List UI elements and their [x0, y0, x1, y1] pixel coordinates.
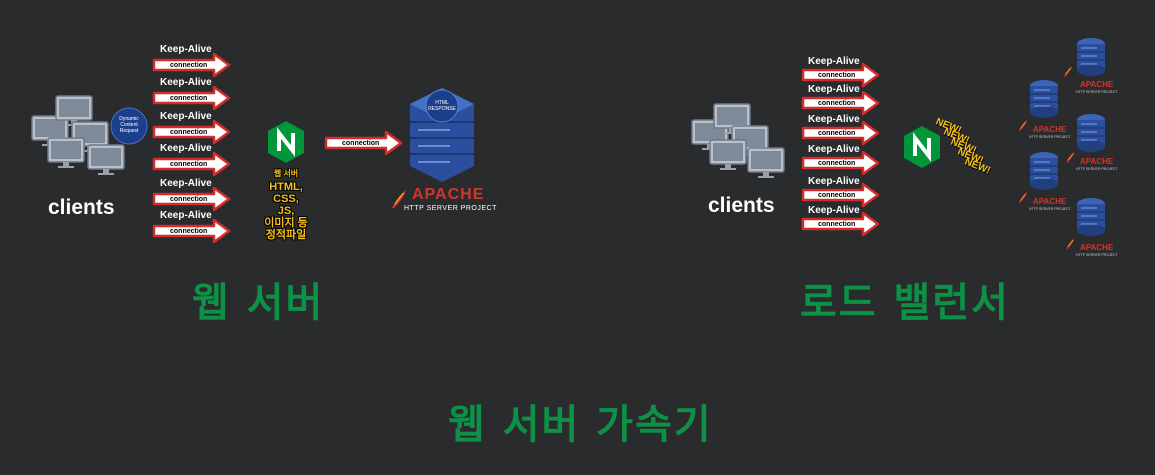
request-bubble-text: Dynamic Content Request	[119, 116, 139, 134]
left-nginx-logo-icon	[266, 119, 306, 165]
left-connection-label-5: connection	[170, 196, 208, 203]
left-server-stack-icon	[410, 88, 474, 182]
left-apache-name: APACHE	[412, 186, 485, 203]
right-connection-label-2: connection	[818, 100, 856, 107]
right-apache-name-5: APACHE	[1080, 243, 1114, 252]
right-keep-alive-label-1: Keep-Alive	[808, 56, 860, 67]
right-keep-alive-label-4: Keep-Alive	[808, 144, 860, 155]
right-nginx-logo-icon	[902, 124, 942, 170]
right-keep-alive-label-5: Keep-Alive	[808, 176, 860, 187]
right-apache-name-1: APACHE	[1080, 80, 1114, 89]
left-keep-alive-label-2: Keep-Alive	[160, 77, 212, 88]
right-apache-subtitle-5: HTTP SERVER PROJECT	[1076, 253, 1118, 257]
left-connection-label-4: connection	[170, 161, 208, 168]
left-connection-label-3: connection	[170, 129, 208, 136]
right-computer-cluster-icon	[691, 103, 785, 179]
left-keep-alive-label-4: Keep-Alive	[160, 143, 212, 154]
nginx-caption-line-3: JS,	[277, 205, 295, 217]
response-label: HTML RESPONSE	[428, 100, 456, 112]
right-panel-title: 로드 밸런서	[800, 280, 1010, 326]
nginx-caption: HTML, CSS, JS, 이미지 등 정적파일	[255, 181, 317, 241]
right-keep-alive-label-6: Keep-Alive	[808, 205, 860, 216]
left-panel-title: 웹 서버	[192, 280, 325, 326]
nginx-caption-line-4: 이미지 등	[264, 217, 308, 229]
right-connection-label-5: connection	[818, 192, 856, 199]
left-keep-alive-label-6: Keep-Alive	[160, 210, 212, 221]
proxy-connection-label: connection	[342, 140, 380, 147]
right-keep-alive-label-2: Keep-Alive	[808, 84, 860, 95]
left-computer-cluster-icon	[31, 95, 125, 176]
left-keep-alive-label-1: Keep-Alive	[160, 44, 212, 55]
left-apache-subtitle: HTTP SERVER PROJECT	[404, 205, 497, 212]
left-keep-alive-label-3: Keep-Alive	[160, 111, 212, 122]
right-apache-name-4: APACHE	[1033, 197, 1067, 206]
right-apache-subtitle-4: HTTP SERVER PROJECT	[1029, 207, 1071, 211]
right-connection-label-3: connection	[818, 130, 856, 137]
right-clients-label: clients	[708, 194, 775, 217]
right-apache-subtitle-1: HTTP SERVER PROJECT	[1076, 90, 1118, 94]
right-apache-name-2: APACHE	[1033, 125, 1067, 134]
right-apache-subtitle-2: HTTP SERVER PROJECT	[1029, 135, 1071, 139]
right-apache-name-3: APACHE	[1080, 157, 1114, 166]
right-keep-alive-label-3: Keep-Alive	[808, 114, 860, 125]
left-connection-label-6: connection	[170, 228, 208, 235]
left-connection-label-1: connection	[170, 62, 208, 69]
right-connection-label-4: connection	[818, 160, 856, 167]
request-bubble-icon	[110, 107, 148, 145]
nginx-caption-line-5: 정적파일	[265, 229, 307, 241]
left-clients-label: clients	[48, 196, 115, 219]
right-connection-label-1: connection	[818, 72, 856, 79]
right-connection-label-6: connection	[818, 221, 856, 228]
nginx-caption-line-2: CSS,	[273, 193, 299, 205]
nginx-caption-small: 웹 서버	[273, 169, 299, 178]
bottom-title: 웹 서버 가속기	[448, 402, 713, 448]
right-apache-subtitle-3: HTTP SERVER PROJECT	[1076, 167, 1118, 171]
left-connection-label-2: connection	[170, 95, 208, 102]
nginx-caption-line-1: HTML,	[269, 181, 303, 193]
left-keep-alive-label-5: Keep-Alive	[160, 178, 212, 189]
